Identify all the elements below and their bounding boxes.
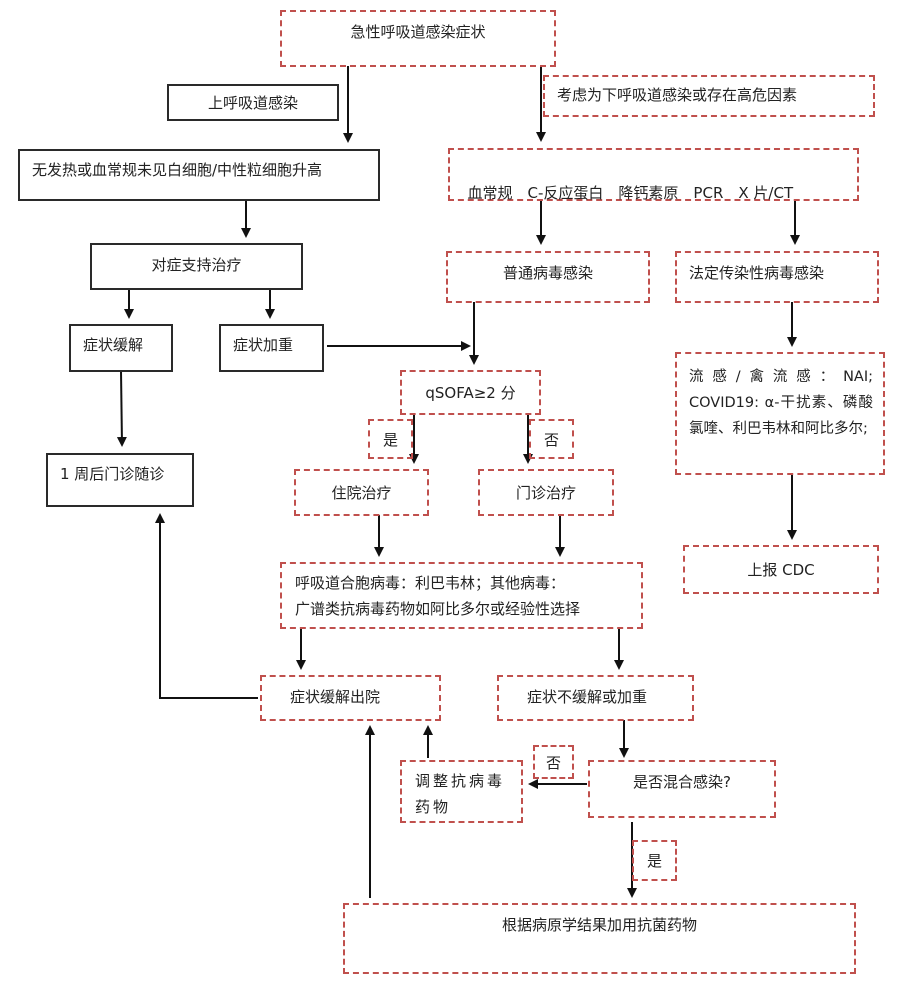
edge-label-mixed-yes-text: 是 bbox=[646, 852, 662, 870]
node-acute-symptoms-text: 急性呼吸道感染症状 bbox=[350, 23, 486, 41]
node-upper-resp: 上呼吸道感染 bbox=[167, 84, 339, 121]
node-not-relieved-text: 症状不缓解或加重 bbox=[527, 688, 648, 706]
node-tests-text: 血常规 C-反应蛋白 降钙素原 PCR X 片/CT bbox=[467, 184, 794, 202]
node-upper-resp-text: 上呼吸道感染 bbox=[207, 93, 298, 112]
node-report-cdc-text: 上报 CDC bbox=[747, 560, 815, 579]
node-acute-symptoms: 急性呼吸道感染症状 bbox=[280, 10, 556, 67]
node-mixed-infection: 是否混合感染? bbox=[588, 760, 776, 818]
node-symptom-relief-text: 症状缓解 bbox=[83, 336, 144, 354]
node-no-fever: 无发热或血常规未见白细胞/中性粒细胞升高 bbox=[18, 149, 380, 201]
edge-label-qsofa-no: 否 bbox=[529, 419, 574, 459]
node-symptomatic-support-text: 对症支持治疗 bbox=[151, 256, 242, 274]
edge-discharge-to-followup bbox=[155, 513, 258, 699]
edge-label-mixed-yes: 是 bbox=[632, 840, 677, 881]
node-qsofa-text: qSOFA≥2 分 bbox=[425, 383, 516, 402]
node-symptom-relief: 症状缓解 bbox=[69, 324, 173, 372]
node-antiviral-line1: 呼吸道合胞病毒：利巴韦林；其他病毒： bbox=[295, 574, 566, 592]
node-influenza-treatment: 流感/禽流感：NAI; COVID19: α-干扰素、磷酸氯喹、利巴韦林和阿比多… bbox=[675, 352, 885, 475]
node-symptom-worse-text: 症状加重 bbox=[233, 336, 294, 354]
edge-label-qsofa-no-text: 否 bbox=[543, 430, 559, 449]
node-notifiable-viral: 法定传染性病毒感染 bbox=[675, 251, 879, 303]
node-adjust-antiviral: 调整抗病毒药物 bbox=[400, 760, 523, 823]
node-followup-text: 1 周后门诊随诊 bbox=[60, 465, 165, 483]
node-discharge: 症状缓解出院 bbox=[260, 675, 441, 721]
node-followup: 1 周后门诊随诊 bbox=[46, 453, 194, 507]
node-not-relieved: 症状不缓解或加重 bbox=[497, 675, 694, 721]
node-antibacterial: 根据病原学结果加用抗菌药物 bbox=[343, 903, 856, 974]
node-mixed-infection-text: 是否混合感染? bbox=[633, 773, 731, 791]
node-common-viral: 普通病毒感染 bbox=[446, 251, 650, 303]
node-antibacterial-text: 根据病原学结果加用抗菌药物 bbox=[501, 916, 697, 934]
node-antiviral: 呼吸道合胞病毒：利巴韦林；其他病毒： 广谱类抗病毒药物如阿比多尔或经验性选择 bbox=[280, 562, 643, 629]
node-notifiable-viral-text: 法定传染性病毒感染 bbox=[689, 264, 825, 282]
node-outpatient-text: 门诊治疗 bbox=[515, 483, 576, 502]
edge-relief-to-followup bbox=[116, 370, 127, 447]
edge-label-qsofa-yes: 是 bbox=[368, 419, 413, 459]
node-report-cdc: 上报 CDC bbox=[683, 545, 879, 594]
node-symptom-worse: 症状加重 bbox=[219, 324, 324, 372]
node-tests: 血常规 C-反应蛋白 降钙素原 PCR X 片/CT bbox=[448, 148, 859, 202]
edge-label-qsofa-yes-text: 是 bbox=[382, 430, 398, 449]
node-discharge-text: 症状缓解出院 bbox=[290, 688, 381, 706]
node-antiviral-line2: 广谱类抗病毒药物如阿比多尔或经验性选择 bbox=[295, 600, 581, 618]
node-adjust-antiviral-text: 调整抗病毒药物 bbox=[415, 772, 506, 816]
node-lower-resp-text: 考虑为下呼吸道感染或存在高危因素 bbox=[557, 86, 798, 104]
node-inpatient: 住院治疗 bbox=[294, 469, 429, 516]
node-lower-resp: 考虑为下呼吸道感染或存在高危因素 bbox=[543, 75, 875, 117]
node-common-viral-text: 普通病毒感染 bbox=[502, 264, 593, 282]
node-symptomatic-support: 对症支持治疗 bbox=[90, 243, 303, 290]
edge-label-mixed-no: 否 bbox=[533, 745, 574, 779]
node-inpatient-text: 住院治疗 bbox=[331, 483, 392, 502]
node-influenza-treatment-text: 流感/禽流感：NAI; COVID19: α-干扰素、磷酸氯喹、利巴韦林和阿比多… bbox=[689, 369, 873, 437]
node-qsofa: qSOFA≥2 分 bbox=[400, 370, 541, 415]
node-outpatient: 门诊治疗 bbox=[478, 469, 614, 516]
node-no-fever-text: 无发热或血常规未见白细胞/中性粒细胞升高 bbox=[32, 161, 323, 179]
edge-label-mixed-no-text: 否 bbox=[545, 753, 561, 772]
